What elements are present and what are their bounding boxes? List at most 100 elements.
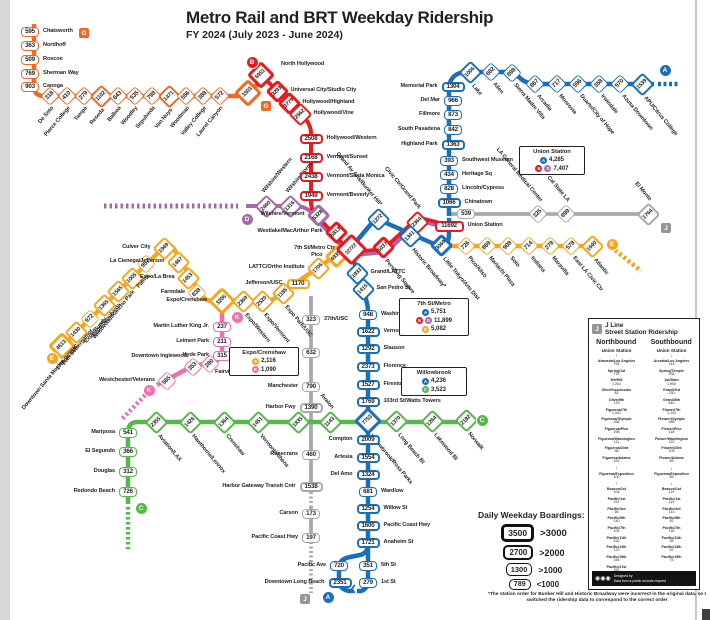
- direction-arrow-icon: ↑: [615, 481, 618, 487]
- j-street-stop-value: 113: [668, 509, 675, 514]
- station-marker: 1363: [441, 140, 465, 150]
- station-marker: 541: [119, 428, 137, 438]
- j-street-stop-name: Arcadia/Los Angeles: [653, 359, 690, 364]
- line-badge-icon-J: J: [661, 223, 671, 233]
- j-street-stop-name: Figueroa/Exposition: [599, 471, 634, 476]
- station-marker: 1554: [356, 453, 380, 463]
- station-label: Artesia: [334, 454, 353, 460]
- j-street-stop-name: Figueroa/23rd: [604, 446, 629, 451]
- j-street-stop-value: 118: [668, 429, 675, 434]
- station-label: Slauson: [383, 345, 405, 351]
- station-marker: 1721: [356, 538, 380, 548]
- j-street-stop-name: Flower/Pico: [661, 426, 682, 431]
- station-marker: 1324: [356, 470, 380, 480]
- j-street-stop-name: Figueroa/Washington: [598, 436, 635, 441]
- j-street-stop-name: Flower/Olympic: [658, 417, 685, 422]
- j-street-stop-name: 5th/Hill: [610, 378, 623, 383]
- station-label: Carson: [279, 510, 298, 516]
- j-street-stop-value: 105: [668, 449, 675, 454]
- j-street-stop-name: Alameda/Los Angeles: [597, 359, 636, 364]
- line-badge-icon-J: J: [300, 594, 310, 604]
- station-label: Highland Park: [401, 141, 438, 147]
- station-label: Wardlow: [381, 488, 404, 494]
- station-marker: 2438: [299, 172, 323, 182]
- line-badge-icon-A: A: [322, 591, 334, 603]
- station-label: Expo/Crenshaw: [166, 297, 207, 303]
- station-label: Douglas: [93, 468, 115, 474]
- station-label: LATTC/Ortho Institute: [248, 264, 305, 270]
- infobox-value: 5,751: [430, 309, 446, 315]
- station-label: Vermont/Beverly: [326, 192, 370, 198]
- j-street-stop-value: 298: [613, 429, 620, 434]
- j-street-stop-name: Pacific/7th: [662, 525, 681, 530]
- map-subtitle: FY 2024 (July 2023 - June 2024): [186, 29, 343, 41]
- j-line-icon: J: [592, 324, 602, 335]
- station-label: Sherman Way: [43, 70, 79, 76]
- station-marker: 632: [302, 348, 320, 358]
- j-street-stop-value: 230: [668, 391, 675, 396]
- station-label: Chinatown: [464, 199, 493, 205]
- station-label: Hollywood/Western: [326, 135, 377, 141]
- line-badge-icon-G: G: [79, 28, 89, 38]
- station-marker: 1170: [286, 279, 310, 289]
- station-marker: 1304: [441, 82, 465, 92]
- station-marker: 351: [359, 561, 377, 571]
- j-street-stop-name: Pacific/11th: [606, 535, 627, 540]
- j-street-stop-name: Beacon/1st: [606, 487, 627, 492]
- station-marker: 720: [330, 561, 348, 571]
- station-label: Vermont/Santa Monica: [326, 173, 385, 179]
- station-label: Lincoln/Cypress: [462, 185, 505, 191]
- station-marker: 2373: [356, 362, 380, 372]
- infobox-title: Union Station: [533, 149, 571, 155]
- station-label: 103rd St/Watts Towers: [383, 398, 441, 404]
- j-street-stop-value: 75: [669, 558, 674, 563]
- legend-badge: 2700: [503, 545, 534, 560]
- station-marker: 460: [302, 450, 320, 460]
- station-marker: 948: [359, 310, 377, 320]
- station-label: Downtown Inglewood: [131, 353, 187, 359]
- infobox-title: Expo/Crenshaw: [242, 350, 286, 356]
- station-marker: 197: [302, 533, 320, 543]
- infobox-value: 1,090: [260, 366, 276, 373]
- station-marker: 1538: [299, 482, 323, 492]
- j-street-stop-name: Olive/Kosciuszko: [601, 388, 632, 393]
- direction-arrow-icon: ↓: [670, 465, 673, 471]
- line-path-G: [31, 24, 261, 99]
- station-label: Pico: [311, 252, 323, 258]
- station-label: Florence: [383, 363, 407, 369]
- j-street-stop-value: 56: [614, 509, 619, 514]
- station-marker: 726: [119, 487, 137, 497]
- station-marker: 1949: [299, 191, 323, 201]
- station-label: Pacific Ave: [297, 562, 326, 568]
- line-badge-icon-C: C: [135, 502, 147, 514]
- station-marker: 842: [444, 125, 462, 135]
- j-street-stop-name: Beacon/1st: [661, 487, 682, 492]
- j-street-stop-name: Flower/Adams: [659, 455, 684, 460]
- j-street-stop-value: 122: [668, 439, 675, 444]
- line-badge-icon-K: K: [251, 366, 259, 373]
- j-street-stop-name: 1st/Main: [664, 378, 679, 383]
- j-street-stop-value: 152: [613, 538, 620, 543]
- j-street-stop-value: 144: [668, 362, 675, 367]
- j-street-stop-value: 1,243: [667, 410, 676, 415]
- j-street-stop-value: 151: [613, 500, 620, 505]
- station-label: Hyde Park: [182, 352, 210, 358]
- j-street-stop-name: Pacific/11th: [661, 535, 682, 540]
- line-badge-icon-C: C: [476, 414, 488, 426]
- j-street-stop-name: Figueroa/Pico: [604, 426, 629, 431]
- j-street-stop-value: 52: [669, 548, 674, 553]
- station-label: Del Mar: [420, 97, 440, 103]
- station-marker: 173: [302, 509, 320, 519]
- station-label: La Cienega/Jefferson: [109, 258, 165, 264]
- station-marker: 509: [21, 55, 39, 65]
- infobox-value: 3,523: [430, 386, 446, 393]
- station-marker: 2168: [299, 153, 323, 163]
- station-label: Redondo Beach: [73, 488, 115, 494]
- j-street-stop-value: 292: [613, 567, 620, 572]
- j-street-stop-name: Grand/8th: [663, 397, 680, 402]
- station-label: Nordhoff: [43, 42, 66, 48]
- station-marker: 363: [21, 41, 39, 51]
